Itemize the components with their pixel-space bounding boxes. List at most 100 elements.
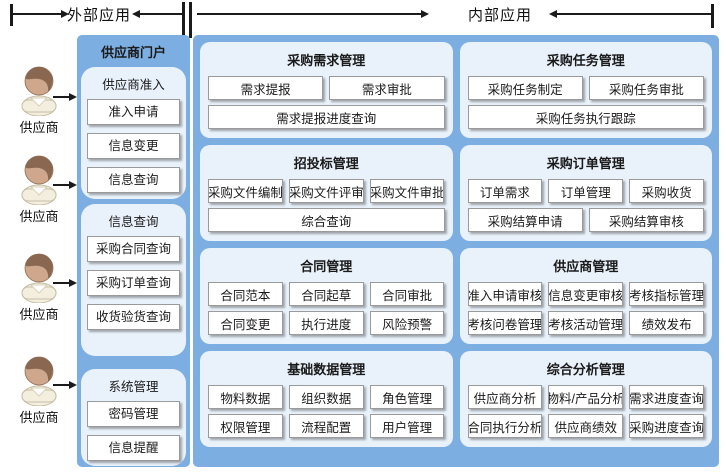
module-button-task-create[interactable]: 采购任务制定 <box>467 76 583 100</box>
module-button-exec-progress[interactable]: 执行进度 <box>288 311 364 335</box>
module-button-contract-approve[interactable]: 合同审批 <box>369 282 445 306</box>
supplier-actor: 供应商 <box>8 62 70 136</box>
module-button-demand-submit[interactable]: 需求提报 <box>208 76 324 100</box>
module-title: 采购任务管理 <box>546 53 625 68</box>
supplier-label: 供应商 <box>19 307 59 322</box>
person-icon <box>21 66 57 116</box>
module-button-supplier-performance[interactable]: 供应商绩效 <box>548 414 624 438</box>
connector-line <box>53 184 70 186</box>
module-button-settle-apply[interactable]: 采购结算申请 <box>467 208 583 232</box>
module-button-risk-warning[interactable]: 风险预警 <box>369 311 445 335</box>
flow-line <box>197 13 422 15</box>
module-button-performance-publish[interactable]: 绩效发布 <box>629 311 704 335</box>
module-button-org-data[interactable]: 组织数据 <box>288 385 364 409</box>
module-button-assess-activity[interactable]: 考核活动管理 <box>548 311 624 335</box>
module-button-doc-review[interactable]: 采购文件评审 <box>288 179 364 203</box>
portal-button-admission-apply[interactable]: 准入申请 <box>87 99 180 125</box>
module-button-supplier-analysis[interactable]: 供应商分析 <box>467 385 543 409</box>
module-button-demand-progress-query[interactable]: 需求提报进度查询 <box>208 105 445 129</box>
module-button-contract-template[interactable]: 合同范本 <box>208 282 283 306</box>
module-button-demand-progress[interactable]: 需求进度查询 <box>629 385 704 409</box>
module-analysis: 综合分析管理 供应商分析 物料/产品分析 需求进度查询 合同执行分析 供应商绩效… <box>459 351 712 447</box>
flow-line <box>139 13 184 15</box>
person-icon <box>21 356 57 406</box>
connector-line <box>53 384 70 386</box>
supplier-label: 供应商 <box>19 120 59 135</box>
portal-button-receipt-query[interactable]: 收货验货查询 <box>87 304 180 330</box>
internal-apps-label: 内部应用 <box>467 7 532 24</box>
module-button-settle-approve[interactable]: 采购结算审核 <box>588 208 704 232</box>
modules-grid: 采购需求管理 需求提报 需求审批 需求提报进度查询 采购任务管理 采购任务制定 … <box>193 35 719 453</box>
section-supplier-admission: 供应商准入 准入申请 信息变更 信息查询 <box>81 67 186 199</box>
portal-title: 供应商门户 <box>100 45 166 60</box>
module-button-material-analysis[interactable]: 物料/产品分析 <box>548 385 624 409</box>
module-button-doc-compile[interactable]: 采购文件编制 <box>208 179 283 203</box>
module-purchase-task: 采购任务管理 采购任务制定 采购任务审批 采购任务执行跟踪 <box>459 42 712 138</box>
arrowhead-right-icon <box>61 10 69 18</box>
module-button-doc-approve[interactable]: 采购文件审批 <box>369 179 445 203</box>
module-button-change-audit[interactable]: 信息变更审核 <box>548 282 624 306</box>
module-title: 综合分析管理 <box>546 362 625 377</box>
module-button-comprehensive-query[interactable]: 综合查询 <box>208 208 445 232</box>
portal-button-info-change[interactable]: 信息变更 <box>87 133 180 159</box>
module-title: 招投标管理 <box>293 156 359 171</box>
module-button-contract-exec-analysis[interactable]: 合同执行分析 <box>467 414 543 438</box>
connector-line <box>53 282 70 284</box>
section-info-query: 信息查询 采购合同查询 采购订单查询 收货验货查询 <box>81 204 186 356</box>
person-icon <box>21 155 57 205</box>
flow-line <box>12 13 62 15</box>
module-button-contract-change[interactable]: 合同变更 <box>208 311 283 335</box>
module-title: 供应商管理 <box>553 259 619 274</box>
supplier-actor: 供应商 <box>8 249 70 323</box>
external-apps-label: 外部应用 <box>66 7 131 24</box>
module-button-workflow-config[interactable]: 流程配置 <box>288 414 364 438</box>
module-title: 合同管理 <box>300 259 353 274</box>
supplier-label: 供应商 <box>19 410 59 425</box>
module-button-order-demand[interactable]: 订单需求 <box>467 179 543 203</box>
arrowhead-right-icon <box>69 181 77 189</box>
module-button-permission-mgmt[interactable]: 权限管理 <box>208 414 283 438</box>
portal-button-info-query[interactable]: 信息查询 <box>87 167 180 193</box>
module-button-purchase-receive[interactable]: 采购收货 <box>629 179 704 203</box>
module-title: 采购需求管理 <box>287 53 366 68</box>
portal-button-contract-query[interactable]: 采购合同查询 <box>87 236 180 262</box>
module-button-kpi-mgmt[interactable]: 考核指标管理 <box>629 282 704 306</box>
module-button-contract-draft[interactable]: 合同起草 <box>288 282 364 306</box>
module-button-role-mgmt[interactable]: 角色管理 <box>369 385 445 409</box>
module-purchase-demand: 采购需求管理 需求提报 需求审批 需求提报进度查询 <box>200 42 453 138</box>
module-button-task-approve[interactable]: 采购任务审批 <box>588 76 704 100</box>
section-title: 信息查询 <box>108 215 159 229</box>
supplier-label: 供应商 <box>19 209 59 224</box>
arrowhead-right-icon <box>421 10 429 18</box>
supplier-portal-panel: 供应商门户 供应商准入 准入申请 信息变更 信息查询 信息查询 采购合同查询 采… <box>77 35 190 467</box>
divider-bar <box>189 2 192 38</box>
module-button-demand-approve[interactable]: 需求审批 <box>329 76 445 100</box>
module-supplier-mgmt: 供应商管理 准入申请审核 信息变更审核 考核指标管理 考核问卷管理 考核活动管理… <box>459 248 712 344</box>
module-purchase-order: 采购订单管理 订单需求 订单管理 采购收货 采购结算申请 采购结算审核 <box>459 145 712 241</box>
module-button-user-mgmt[interactable]: 用户管理 <box>369 414 445 438</box>
module-button-task-track[interactable]: 采购任务执行跟踪 <box>467 105 704 129</box>
arrowhead-left-icon <box>549 10 557 18</box>
arrowhead-right-icon <box>69 381 77 389</box>
flow-line <box>556 13 713 15</box>
portal-button-password-mgmt[interactable]: 密码管理 <box>87 401 180 427</box>
module-button-questionnaire-mgmt[interactable]: 考核问卷管理 <box>467 311 543 335</box>
section-title: 供应商准入 <box>102 78 165 92</box>
module-button-order-mgmt[interactable]: 订单管理 <box>548 179 624 203</box>
module-button-admission-audit[interactable]: 准入申请审核 <box>467 282 543 306</box>
person-icon <box>21 253 57 303</box>
module-contract: 合同管理 合同范本 合同起草 合同审批 合同变更 执行进度 风险预警 <box>200 248 453 344</box>
section-system-mgmt: 系统管理 密码管理 信息提醒 <box>81 369 186 466</box>
module-button-purchase-progress[interactable]: 采购进度查询 <box>629 414 704 438</box>
connector-line <box>53 96 70 98</box>
right-boundary-bar <box>711 4 714 28</box>
portal-button-order-query[interactable]: 采购订单查询 <box>87 270 180 296</box>
module-bidding: 招投标管理 采购文件编制 采购文件评审 采购文件审批 综合查询 <box>200 145 453 241</box>
module-title: 采购订单管理 <box>546 156 625 171</box>
section-title: 系统管理 <box>108 380 159 394</box>
module-button-material-data[interactable]: 物料数据 <box>208 385 283 409</box>
module-title: 基础数据管理 <box>287 362 366 377</box>
arrowhead-right-icon <box>69 279 77 287</box>
portal-button-info-remind[interactable]: 信息提醒 <box>87 435 180 461</box>
left-boundary-bar <box>10 4 13 26</box>
